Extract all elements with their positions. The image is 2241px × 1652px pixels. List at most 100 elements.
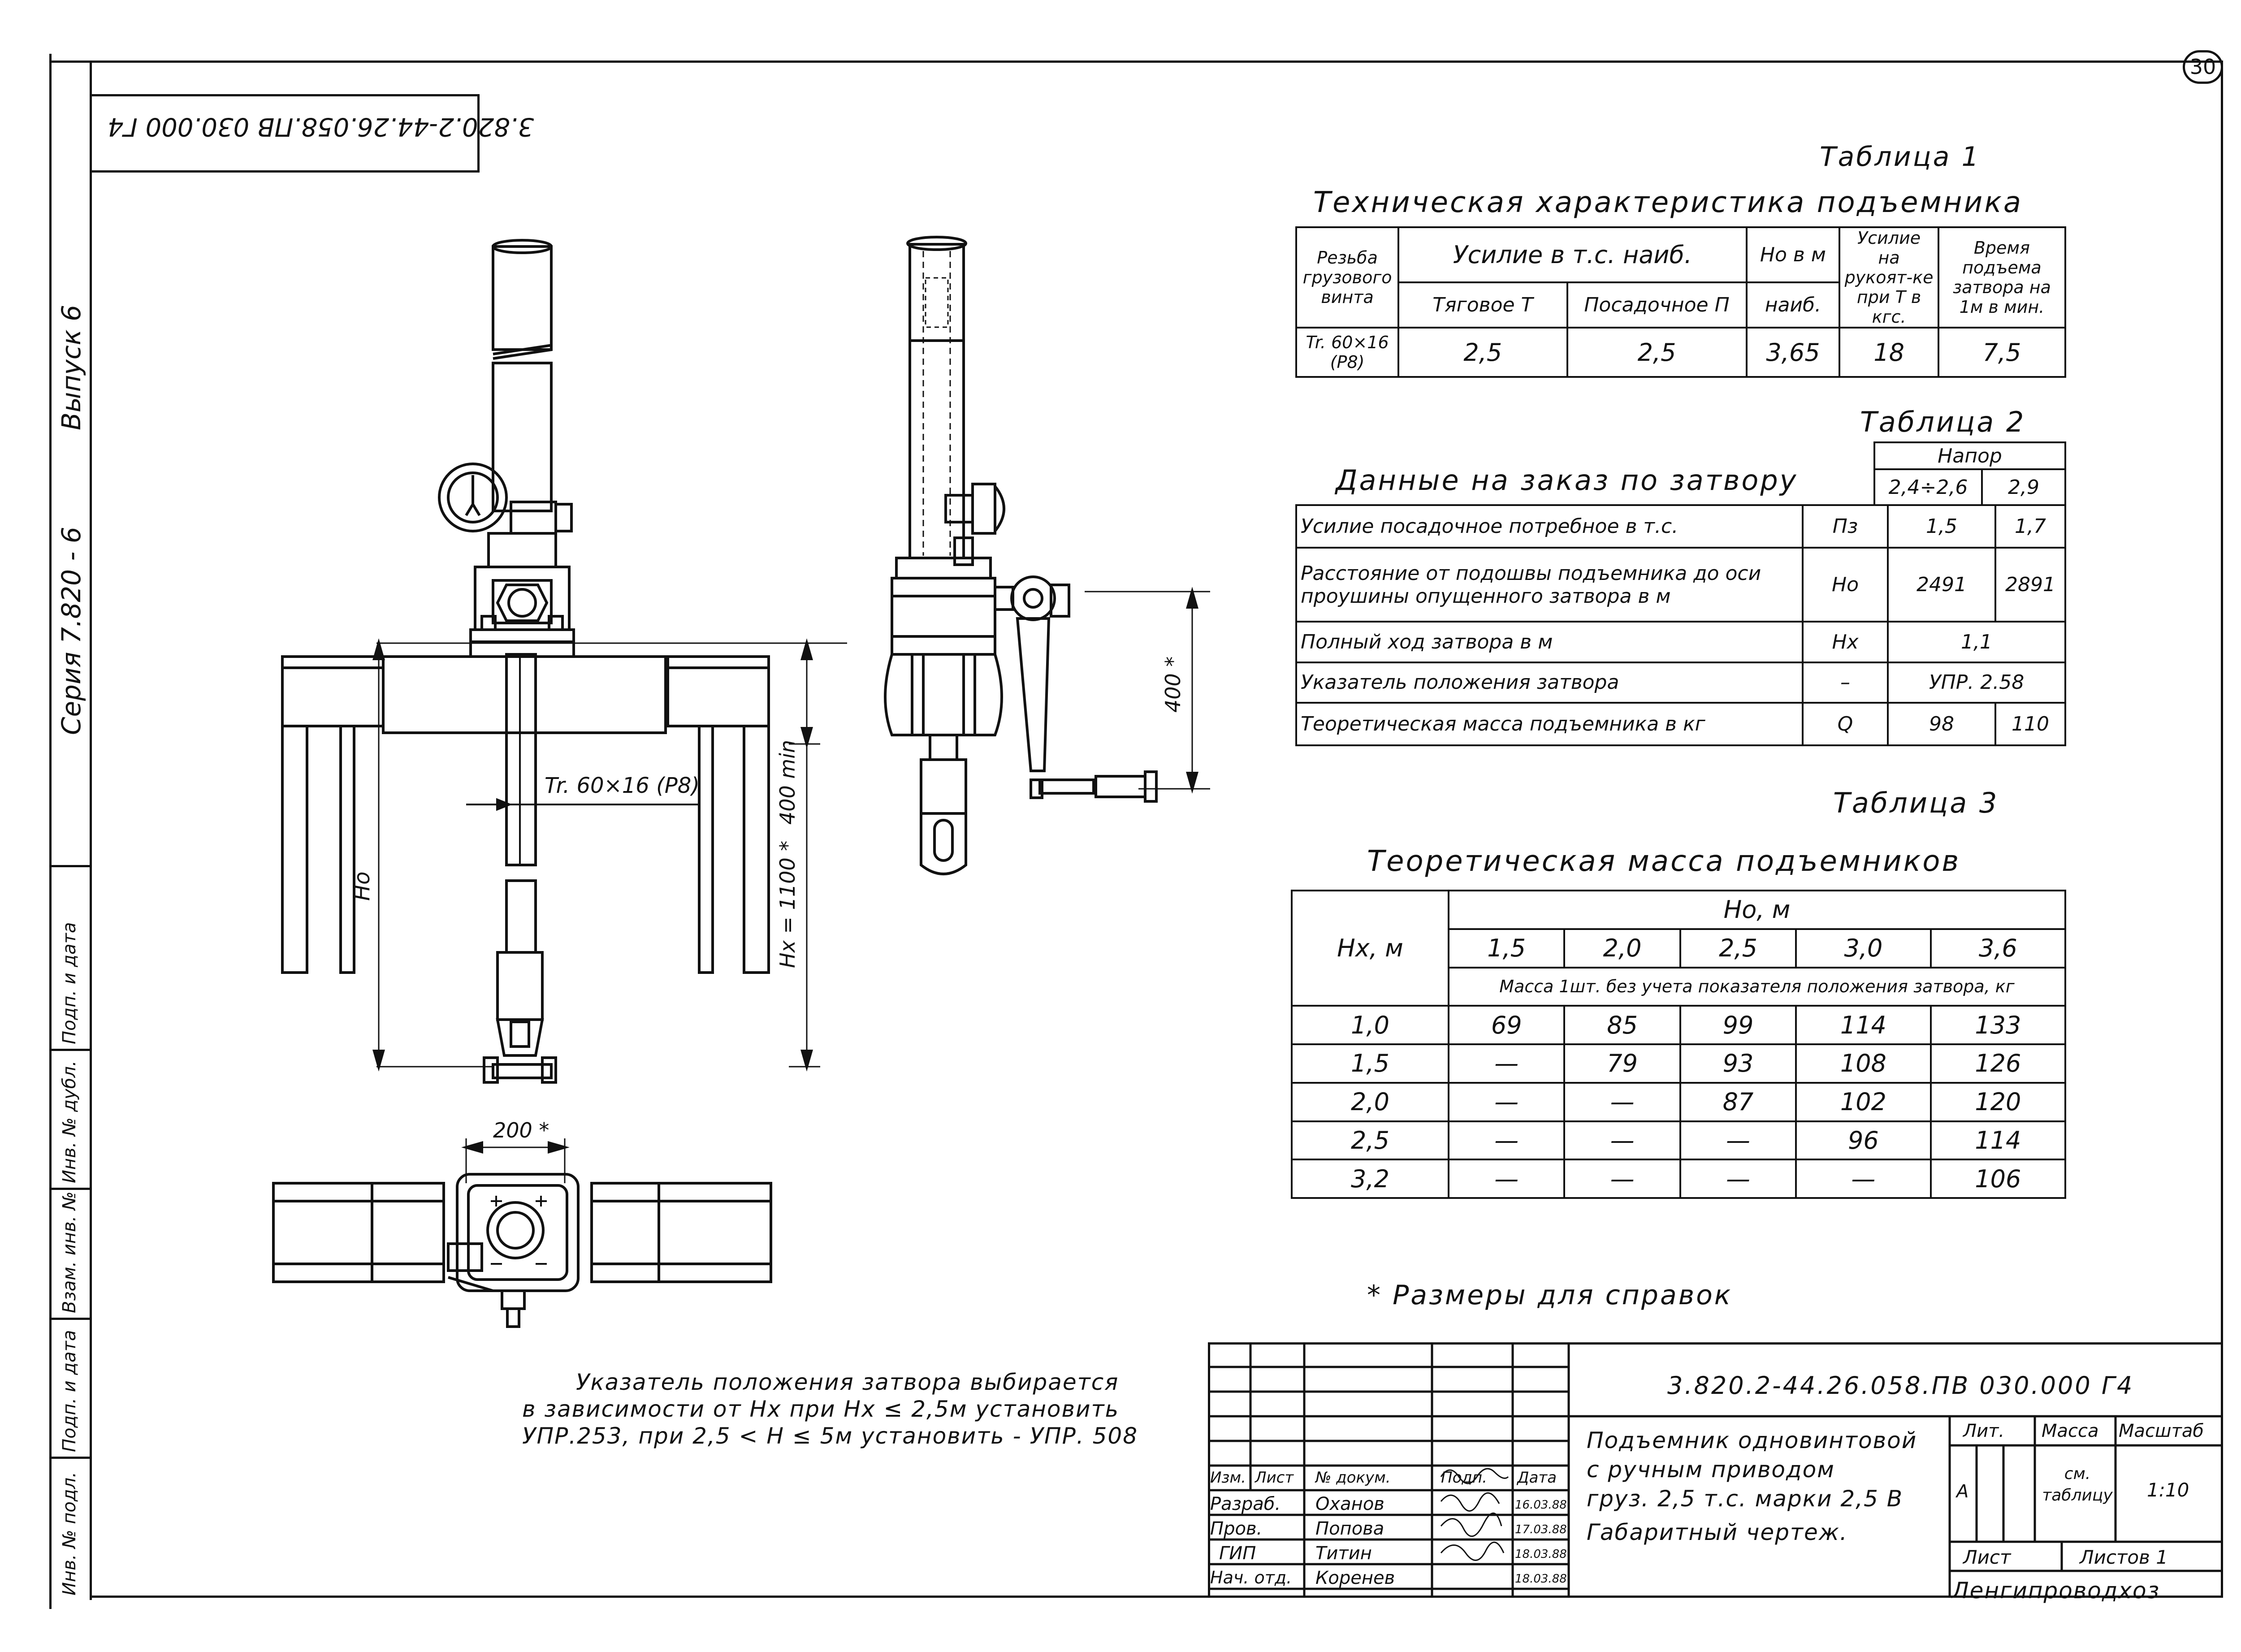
- t3-val: —: [1447, 1159, 1566, 1199]
- margin-sep-2: [49, 1049, 92, 1051]
- t2-row-v1: 2491: [1887, 547, 1996, 623]
- margin-sep-5: [49, 1457, 92, 1459]
- t3-row-header: Нх, м: [1291, 889, 1449, 1007]
- signature-4: [1440, 1541, 1505, 1561]
- tb-staff-role: Разраб.: [1210, 1494, 1281, 1514]
- t1-cell: 2,5: [1566, 327, 1748, 378]
- t1-h-traction: Тяговое Т: [1397, 281, 1568, 329]
- indicator-note-3: УПР.253, при 2,5 < Н ≤ 5м установить - У…: [522, 1423, 1138, 1449]
- t3-val: 85: [1563, 1005, 1681, 1045]
- lifting-screw: [505, 653, 537, 866]
- tb-staff-date: 18.03.88: [1515, 1572, 1567, 1586]
- t1-h-force: Усилие в т.с. наиб.: [1397, 226, 1748, 283]
- t3-col: 3,0: [1795, 928, 1932, 969]
- t3-val: —: [1795, 1159, 1932, 1199]
- tb-col-date: Дата: [1517, 1469, 1557, 1487]
- t1-h-landing: Посадочное П: [1566, 281, 1748, 329]
- t3-val: 69: [1447, 1005, 1566, 1045]
- t1-cell: Tr. 60×16 (P8): [1295, 327, 1400, 378]
- tb-staff-role: ГИП: [1219, 1543, 1256, 1564]
- t2-row-sym: –: [1802, 661, 1889, 704]
- t2-row-merged: УПР. 2.58: [1887, 661, 2066, 704]
- tb-staff-name: Попова: [1315, 1518, 1384, 1539]
- tb-lit-value: А: [1956, 1481, 1969, 1502]
- t2-pressure-col: 2,9: [1981, 468, 2066, 506]
- t2-row-label: Теоретическая масса подъемника в кг: [1295, 701, 1804, 747]
- thread-label: Tr. 60×16 (P8): [545, 773, 700, 798]
- t3-hx: 1,5: [1291, 1043, 1449, 1084]
- t3-col: 1,5: [1447, 928, 1566, 969]
- t3-hx: 2,5: [1291, 1120, 1449, 1161]
- t3-val: 114: [1795, 1005, 1932, 1045]
- t3-val: 87: [1679, 1081, 1797, 1122]
- t3-val: 99: [1679, 1005, 1797, 1045]
- signature-2: [1440, 1492, 1500, 1512]
- table2-body: Усилие посадочное потребное в т.с. Пз 1,…: [1295, 504, 2066, 747]
- t3-col: 2,5: [1679, 928, 1797, 969]
- t1-cell: 2,5: [1397, 327, 1568, 378]
- t1-h-ho-top: Но в м: [1745, 226, 1841, 283]
- signature-1: [1440, 1468, 1509, 1484]
- indicator-note-1: Указатель положения затвора выбирается: [576, 1369, 1119, 1395]
- tb-name-2: с ручным приводом: [1587, 1457, 1835, 1483]
- t2-pressure-col: 2,4÷2,6: [1873, 468, 1983, 506]
- right-beam-flange: [666, 655, 770, 727]
- t3-val: 96: [1795, 1120, 1932, 1161]
- t3-val: —: [1447, 1120, 1566, 1161]
- margin-sep-4: [49, 1318, 92, 1320]
- tb-sheet-label: Лист: [1963, 1546, 2011, 1568]
- tb-mass-value: см. таблицу: [2042, 1465, 2113, 1505]
- t2-row-v1: 1,5: [1887, 504, 1996, 549]
- t3-val: 106: [1930, 1159, 2067, 1199]
- tb-name-4: Габаритный чертеж.: [1587, 1519, 1848, 1545]
- table2-title: Данные на заказ по затвору: [1336, 464, 1798, 497]
- tb-staff-date: 16.03.88: [1515, 1498, 1567, 1512]
- t1-h-time: Время подъема затвора на 1м в мин.: [1937, 226, 2067, 329]
- tb-name-1: Подъемник одновинтовой: [1587, 1427, 1917, 1453]
- table1: Резьба грузового винта Усилие в т.с. наи…: [1295, 226, 2067, 378]
- top-border-line: [49, 61, 2223, 63]
- t1-cell: 18: [1839, 327, 1939, 378]
- front-pipe-mid: [492, 362, 553, 512]
- table1-caption: Таблица 1: [1820, 141, 1981, 173]
- t1-cell: 3,65: [1745, 327, 1841, 378]
- titleblock: [1208, 1342, 2223, 1598]
- t1-h-thread: Резьба грузового винта: [1295, 226, 1400, 329]
- t3-hx: 2,0: [1291, 1081, 1449, 1122]
- t3-col: 2,0: [1563, 928, 1681, 969]
- tb-staff-role: Пров.: [1210, 1518, 1263, 1539]
- dim-200-label: 200 *: [493, 1118, 549, 1142]
- margin-strip-line: [90, 865, 92, 1600]
- t2-pressure-label: Напор: [1873, 441, 2066, 470]
- gauge-icon: [438, 463, 508, 532]
- table2: Напор 2,4÷2,6 2,9: [1873, 441, 2066, 506]
- t3-note: Масса 1шт. без учета показателя положени…: [1448, 966, 2066, 1007]
- t3-val: —: [1563, 1120, 1681, 1161]
- t3-val: 126: [1930, 1043, 2067, 1084]
- margin-sep-1: [49, 865, 92, 867]
- t1-h-handle: Усилие на рукоят-ке при Т в кгс.: [1839, 226, 1939, 329]
- t3-val: 133: [1930, 1005, 2067, 1045]
- tb-org: Ленгипроводхоз: [1952, 1578, 2160, 1604]
- t2-row-sym: Но: [1802, 547, 1889, 623]
- tb-scale-value: 1:10: [2147, 1479, 2189, 1501]
- t2-row-v2: 110: [1994, 701, 2066, 747]
- t3-val: 102: [1795, 1081, 1932, 1122]
- tb-staff-date: 18.03.88: [1515, 1548, 1567, 1561]
- t2-row-merged: 1,1: [1887, 621, 2066, 663]
- sheet-number: 30: [2189, 55, 2216, 79]
- signature-3: [1440, 1512, 1502, 1537]
- tb-hdr-lit: Лит.: [1963, 1421, 2005, 1441]
- t2-row-label: Расстояние от подошвы подъемника до оси …: [1295, 547, 1804, 623]
- t1-h-ho-bottom: наиб.: [1745, 281, 1841, 329]
- t3-val: —: [1447, 1081, 1566, 1122]
- t2-row-sym: Пз: [1802, 504, 1889, 549]
- tb-staff-date: 17.03.88: [1515, 1523, 1567, 1536]
- tb-hdr-scale: Масштаб: [2119, 1421, 2204, 1441]
- t3-hx: 1,0: [1291, 1005, 1449, 1045]
- t3-val: —: [1679, 1159, 1797, 1199]
- indicator-note-2: в зависимости от Нх при Нх ≤ 2,5м устано…: [522, 1396, 1120, 1422]
- t3-val: —: [1563, 1081, 1681, 1122]
